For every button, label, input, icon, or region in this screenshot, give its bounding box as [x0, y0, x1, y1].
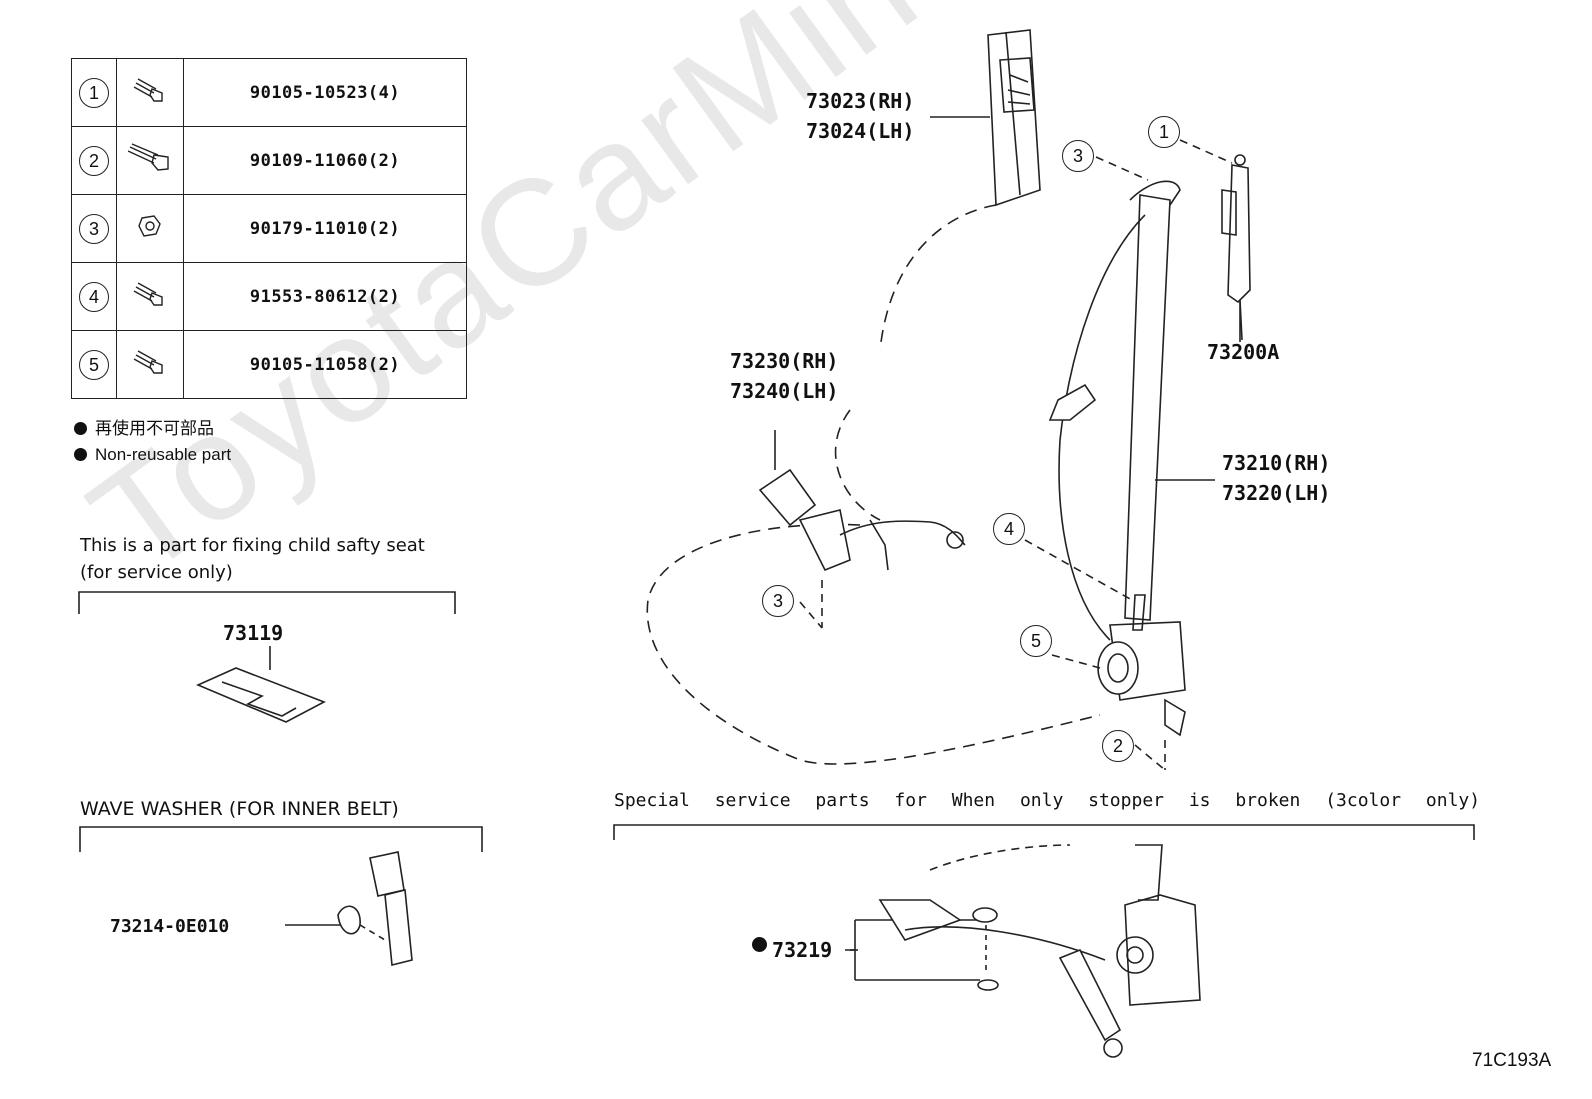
seat-outline: [646, 204, 1101, 765]
part-label-73230: 73230(RH): [730, 349, 839, 373]
bolt-icon: [133, 350, 163, 374]
child-seat-note-line1: This is a part for fixing child safty se…: [80, 535, 425, 556]
pillar-garnish-drawing: [987, 29, 1041, 207]
special-service-title: Special service parts for When only stop…: [614, 790, 1481, 811]
wave-washer-bracket: [79, 826, 483, 852]
callout-number: 5: [79, 349, 109, 380]
table-row: 2 90109-11060(2): [71, 126, 467, 195]
bolt-icon: [133, 282, 163, 306]
part-label-73240: 73240(LH): [730, 379, 839, 403]
callout-3-buckle: 3: [762, 585, 794, 617]
legend: 再使用不可部品 Non-reusable part: [74, 416, 231, 468]
table-row: 1 90105-10523(4): [71, 58, 467, 127]
callout-number: 2: [79, 145, 109, 176]
bolt-icon: [133, 78, 163, 102]
part-number: 90109-11060(2): [183, 126, 467, 195]
part-label-73219: 73219: [772, 938, 833, 962]
part-number: 90179-11010(2): [183, 194, 467, 263]
child-seat-bracket-drawing: [195, 667, 326, 723]
child-seat-bracket: [78, 591, 456, 614]
part-label-73214: 73214-0E010: [110, 916, 230, 937]
callout-3: 3: [1062, 140, 1094, 172]
belt-drawing: [1048, 180, 1186, 737]
anchor-adjuster-drawing: [1221, 154, 1251, 341]
buckle-drawing: [758, 430, 966, 572]
part-label-73023: 73023(RH): [806, 89, 915, 113]
callout-2: 2: [1102, 730, 1134, 762]
legend-en-row: Non-reusable part: [74, 442, 231, 468]
special-service-bracket: [613, 824, 1475, 840]
table-row: 3 90179-11010(2): [71, 194, 467, 263]
filled-dot-icon: [74, 422, 87, 435]
filled-dot-icon: [74, 448, 87, 461]
bolt-icon: [127, 143, 169, 171]
callout-number: 4: [79, 281, 109, 312]
callout-number: 1: [79, 77, 109, 108]
part-number: 90105-11058(2): [183, 330, 467, 399]
callout-5: 5: [1020, 625, 1052, 657]
part-label-73210: 73210(RH): [1222, 451, 1331, 475]
legend-en: Non-reusable part: [95, 445, 232, 464]
fastener-table: 1 90105-10523(4) 2 90109-11060(2) 3 9017…: [71, 58, 467, 399]
child-seat-note: This is a part for fixing child safty se…: [80, 532, 425, 586]
callout-number: 3: [79, 213, 109, 244]
wave-washer-drawing: [337, 851, 413, 967]
part-label-73220: 73220(LH): [1222, 481, 1331, 505]
diagram-code: 71C193A: [1472, 1050, 1552, 1071]
table-row: 4 91553-80612(2): [71, 262, 467, 331]
legend-jp: 再使用不可部品: [95, 419, 214, 439]
stopper-drawing: [878, 844, 1201, 1058]
callout-1: 1: [1148, 116, 1180, 148]
part-number: 91553-80612(2): [183, 262, 467, 331]
callout-4: 4: [993, 513, 1025, 545]
part-number: 90105-10523(4): [183, 58, 467, 127]
nut-icon: [138, 215, 161, 237]
part-label-73119: 73119: [223, 621, 284, 645]
non-reusable-dot-icon: [752, 937, 767, 952]
legend-jp-row: 再使用不可部品: [74, 416, 231, 442]
wave-washer-title: WAVE WASHER (FOR INNER BELT): [80, 798, 399, 820]
part-label-73200a: 73200A: [1207, 340, 1280, 364]
table-row: 5 90105-11058(2): [71, 330, 467, 399]
child-seat-note-line2: (for service only): [80, 562, 233, 583]
part-label-73024: 73024(LH): [806, 119, 915, 143]
